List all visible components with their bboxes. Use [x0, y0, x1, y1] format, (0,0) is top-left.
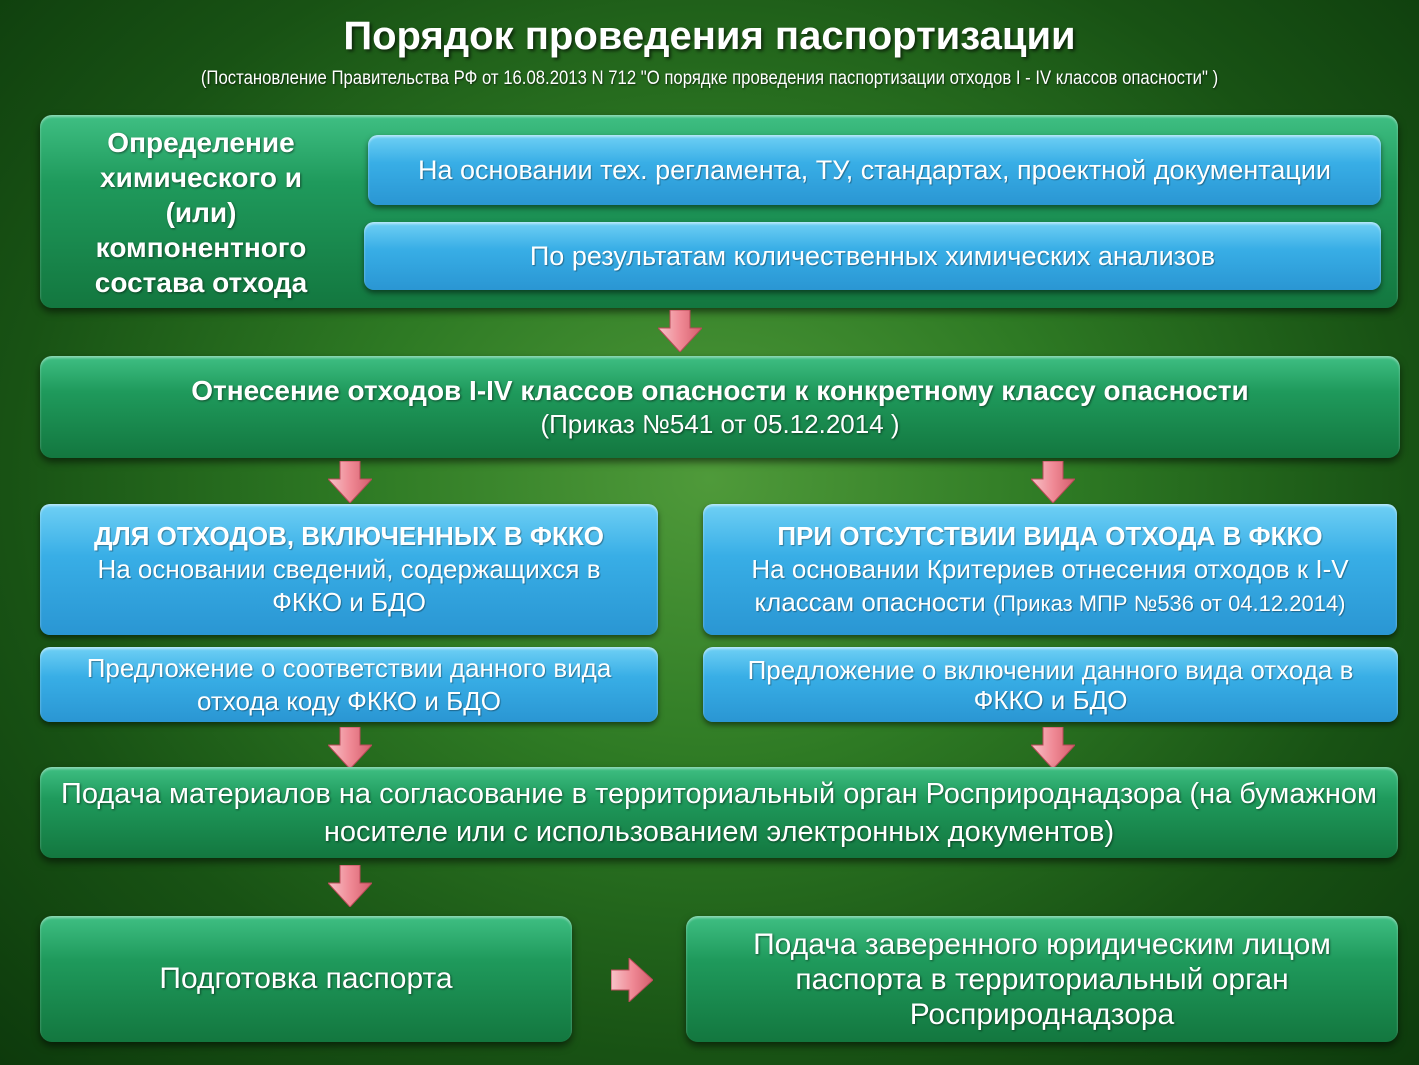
- step3-box: Подача материалов на согласование в терр…: [40, 767, 1398, 858]
- right-heading: ПРИ ОТСУТСТВИИ ВИДА ОТХОДА В ФККО: [777, 520, 1323, 551]
- step5-box: Подача заверенного юридическим лицом пас…: [686, 916, 1398, 1042]
- step2-heading: Отнесение отходов I-IV классов опасности…: [191, 375, 1249, 406]
- arrow-down-icon: [658, 310, 702, 352]
- step1-option-2: По результатам количественных химических…: [364, 222, 1381, 290]
- right-note: (Приказ МПР №536 от 04.12.2014): [992, 590, 1346, 616]
- right-text: На основании Критериев отнесения отходов…: [751, 553, 1349, 617]
- right-branch-box: ПРИ ОТСУТСТВИИ ВИДА ОТХОДА В ФККО На осн…: [703, 504, 1397, 635]
- right-proposal: Предложение о включении данного вида отх…: [703, 647, 1398, 722]
- left-text: На основании сведений, содержащихся в ФК…: [97, 554, 601, 617]
- arrow-down-icon: [328, 461, 372, 503]
- arrow-down-icon: [1031, 461, 1075, 503]
- step2-box: Отнесение отходов I-IV классов опасности…: [40, 356, 1400, 458]
- left-proposal: Предложение о соответствии данного вида …: [40, 647, 658, 722]
- arrow-right-icon: [611, 958, 653, 1002]
- step1-heading: Определение химического и (или) компонен…: [94, 127, 308, 298]
- left-heading: ДЛЯ ОТХОДОВ, ВКЛЮЧЕННЫХ В ФККО: [94, 521, 604, 551]
- page-title: Порядок проведения паспортизации: [343, 14, 1076, 58]
- arrow-down-icon: [328, 865, 372, 907]
- step1-option-1: На основании тех. регламента, ТУ, станда…: [368, 135, 1381, 205]
- arrow-down-icon: [1031, 727, 1075, 769]
- step4-box: Подготовка паспорта: [40, 916, 572, 1042]
- page-subtitle: (Постановление Правительства РФ от 16.08…: [200, 68, 1219, 89]
- left-branch-box: ДЛЯ ОТХОДОВ, ВКЛЮЧЕННЫХ В ФККО На основа…: [40, 504, 658, 635]
- arrow-down-icon: [328, 727, 372, 769]
- step2-note: (Приказ №541 от 05.12.2014 ): [540, 409, 900, 439]
